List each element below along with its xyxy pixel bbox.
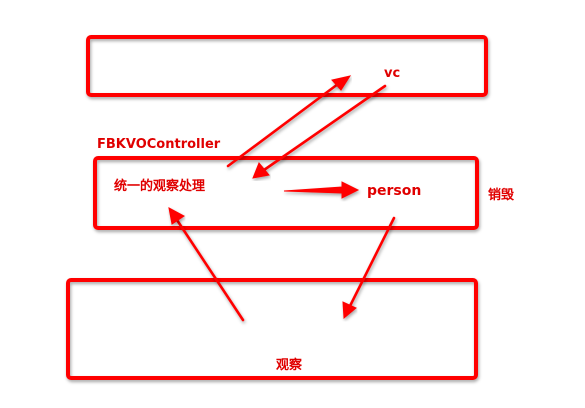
label-fbkvocontroller: FBKVOController [97,137,221,152]
observe-box [66,278,478,380]
label-unified-handling: 统一的观察处理 [114,178,205,194]
vc-box [86,35,488,97]
arrow-vc-to-controller [252,84,387,179]
kvo-controller-box [93,156,479,230]
arrow-controller-to-vc [226,75,352,168]
arrow-handler-to-person [283,181,360,199]
arrow-observe-to-handler [168,207,245,322]
arrow-person-to-observe [342,216,396,320]
label-destroy: 销毁 [488,187,515,203]
label-vc: vc [384,66,400,81]
label-person: person [367,183,421,199]
label-observe: 观察 [276,357,303,373]
